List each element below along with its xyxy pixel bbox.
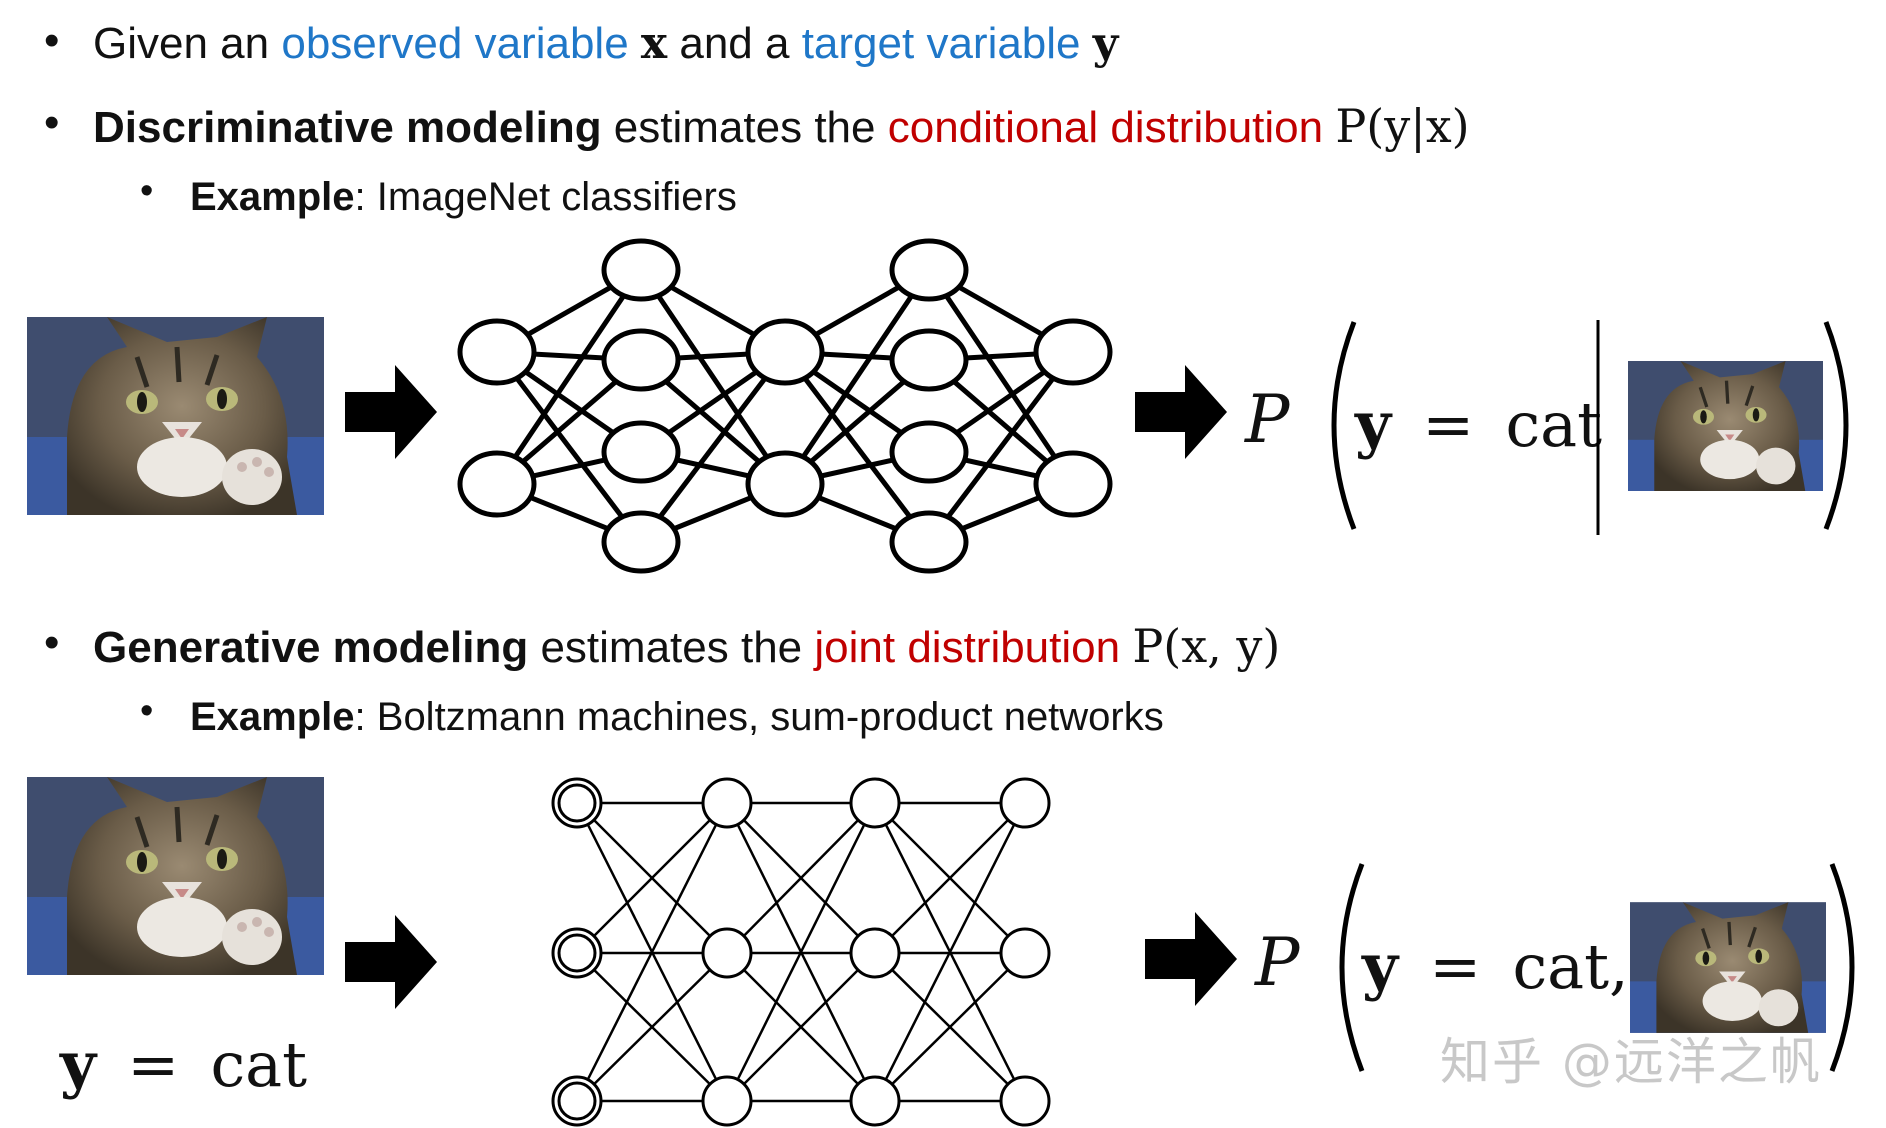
intro-line: Given an observed variable x and a targe… [93,16,1118,72]
cat-photo-small-discriminative [1628,361,1823,491]
bullet-3-sub: • [140,690,154,732]
discriminative-heading: Discriminative modeling [93,103,602,152]
discriminative-example: Example: ImageNet classifiers [190,172,737,222]
zhihu-watermark: 知乎 @远洋之帆 [1440,1033,1822,1091]
intro-prefix: Given an [93,19,282,68]
generative-example: Example: Boltzmann machines, sum-product… [190,692,1164,742]
generative-heading: Generative modeling [93,623,529,672]
output-equals: = [1422,388,1475,461]
intro-middle: and a [667,19,802,68]
discriminative-output-expression: y = cat [1355,390,1602,461]
y-symbol: y [1092,18,1119,69]
output-cat: cat [1505,388,1603,461]
bullet-2-sub: • [140,170,154,212]
arrow-right-icon [1145,912,1237,1006]
discriminative-neural-network [457,238,1113,574]
example-text: : ImageNet classifiers [354,175,737,219]
generative-label: y = cat [60,1030,307,1101]
cat-photo-discriminative [27,317,324,515]
boltzmann-edges [575,801,1027,1103]
arrow-right-icon [345,915,437,1009]
given-bar [1596,320,1600,535]
discriminative-output-P: P [1245,381,1290,458]
generative-middle: estimates the [528,623,815,672]
bullet-3: • [44,618,60,667]
network-nodes [457,238,1113,574]
example-label-2: Example [190,695,355,739]
left-paren-large [1331,321,1357,530]
discriminative-middle: estimates the [601,103,888,152]
conditional-formula: P(y|x) [1335,99,1470,153]
generative-line: Generative modeling estimates the joint … [93,618,1280,676]
left-paren-large [1339,863,1365,1072]
arrow-right-icon [1135,365,1227,459]
boltzmann-nodes [551,777,1051,1127]
label-equals: = [127,1028,180,1101]
conditional-distribution-text: conditional distribution [887,103,1324,152]
observed-variable-text: observed variable [281,19,629,68]
output-y-symbol: y [1355,388,1392,461]
label-cat: cat [210,1028,308,1101]
joint-formula: P(x, y) [1132,619,1281,673]
example-text-2: : Boltzmann machines, sum-product networ… [354,695,1164,739]
generative-output-expression: y = cat, [1362,932,1629,1003]
gen-output-y-symbol: y [1362,930,1399,1003]
joint-distribution-text: joint distribution [814,623,1121,672]
discriminative-line: Discriminative modeling estimates the co… [93,98,1470,156]
label-y-symbol: y [60,1028,97,1101]
example-label: Example [190,175,355,219]
right-paren-large [1829,863,1855,1072]
cat-photo-small-generative [1630,902,1826,1033]
bullet-1: • [44,16,60,65]
gen-output-equals: = [1429,930,1482,1003]
right-paren-large [1823,321,1849,530]
cat-photo-generative [27,777,324,975]
gen-output-cat: cat, [1512,930,1629,1003]
boltzmann-machine-network [551,777,1051,1127]
generative-output-P: P [1255,924,1300,1001]
x-symbol: x [640,18,668,69]
bullet-2: • [44,98,60,147]
arrow-right-icon [345,365,437,459]
target-variable-text: target variable [801,19,1081,68]
